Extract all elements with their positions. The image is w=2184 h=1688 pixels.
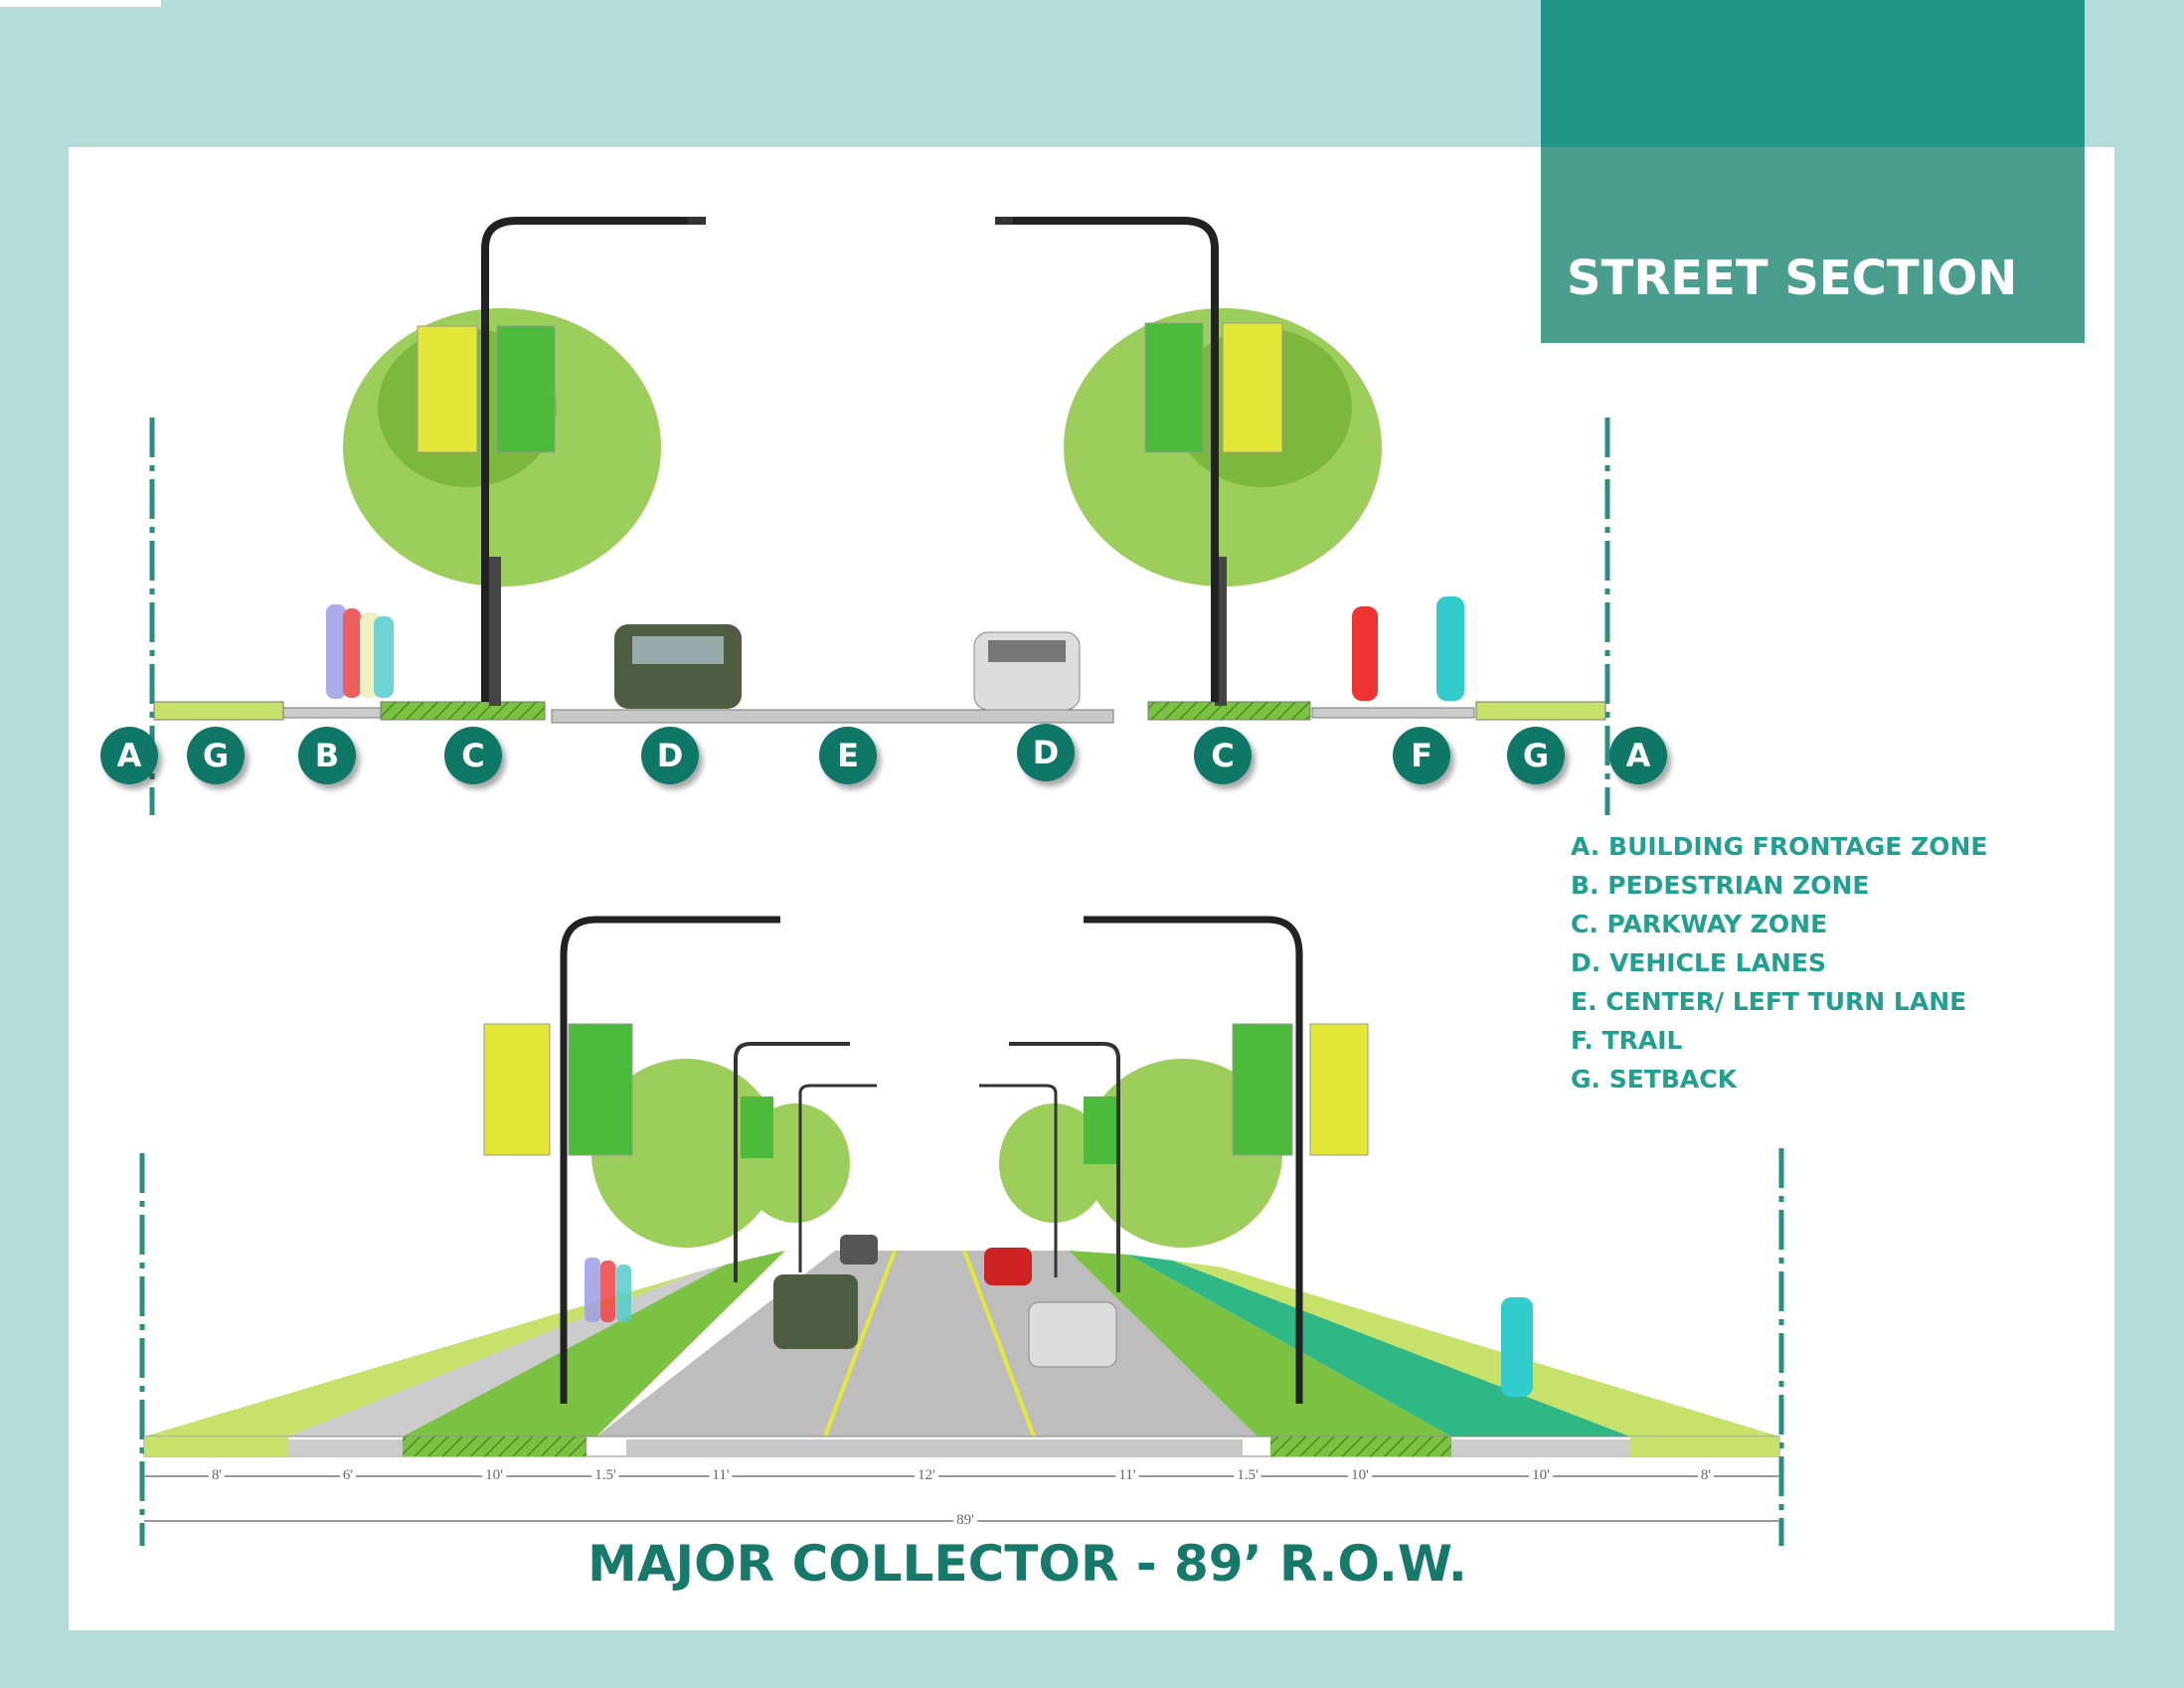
zone-legend: A. BUILDING FRONTAGE ZONE B. PEDESTRIAN … <box>1571 827 1987 1098</box>
streetlight-right <box>997 217 1219 702</box>
dimension-label: 11' <box>1115 1467 1139 1484</box>
top-section-elevation <box>149 217 1610 815</box>
zone-marker-a: A <box>1609 727 1667 784</box>
setback-right <box>1475 701 1606 721</box>
pedestrian-red <box>1352 606 1378 701</box>
dimension-label: 10' <box>1529 1467 1553 1484</box>
dimension-label: 1.5' <box>1234 1467 1261 1484</box>
dimension-label: 10' <box>482 1467 506 1484</box>
banner-yellow <box>1222 322 1283 453</box>
bottom-section-perspective <box>139 916 1784 1546</box>
header-band <box>1541 0 2085 147</box>
legend-item: G. SETBACK <box>1571 1065 1737 1094</box>
total-width-label: 89' <box>953 1512 977 1529</box>
zone-marker-c: C <box>444 727 502 784</box>
trees-bottom <box>591 1059 1282 1248</box>
streetlight-right <box>1084 916 1303 1404</box>
dimension-label: 6' <box>339 1467 357 1484</box>
zone-marker-e: E <box>819 727 877 784</box>
zone-marker-c: C <box>1194 727 1252 784</box>
parkway-right <box>1147 701 1311 721</box>
legend-item: F. TRAIL <box>1571 1026 1683 1055</box>
zone-marker-b: B <box>298 727 356 784</box>
dimension-label: 1.5' <box>591 1467 619 1484</box>
cyclist <box>1436 596 1464 701</box>
streetlight-left <box>481 217 704 702</box>
car-suv <box>614 624 742 709</box>
banner-green <box>496 325 556 453</box>
corner-label <box>0 0 161 7</box>
banner-yellow <box>417 325 478 453</box>
page-title: STREET SECTION <box>1567 251 2018 306</box>
banner-green <box>1144 322 1204 453</box>
cyclist <box>1501 1297 1533 1397</box>
car-suv <box>773 1274 858 1349</box>
zone-marker-g: G <box>187 727 245 784</box>
dimension-label: 12' <box>915 1467 938 1484</box>
zone-marker-g: G <box>1507 727 1565 784</box>
pedestrians <box>326 604 394 699</box>
parkway-left <box>380 701 546 721</box>
legend-item: A. BUILDING FRONTAGE ZONE <box>1571 832 1988 861</box>
header-box: STREET SECTION <box>1541 147 2085 343</box>
car-white <box>973 631 1081 711</box>
setback-left <box>153 701 284 721</box>
trail <box>1311 707 1475 719</box>
zone-marker-f: F <box>1393 727 1450 784</box>
dimension-label: 11' <box>709 1467 733 1484</box>
zone-marker-a: A <box>100 727 158 784</box>
zone-marker-d: D <box>1017 724 1075 781</box>
dimension-label: 8' <box>1697 1467 1715 1484</box>
section-caption: MAJOR COLLECTOR - 89’ R.O.W. <box>588 1535 1467 1593</box>
legend-item: D. VEHICLE LANES <box>1571 948 1826 977</box>
roadway <box>551 709 1114 724</box>
legend-item: B. PEDESTRIAN ZONE <box>1571 871 1870 900</box>
streetlight-left <box>560 916 780 1404</box>
car-white <box>1028 1301 1117 1368</box>
legend-item: E. CENTER/ LEFT TURN LANE <box>1571 987 1967 1016</box>
dimension-label: 10' <box>1348 1467 1372 1484</box>
zone-marker-d: D <box>641 727 699 784</box>
sidewalk-left <box>282 707 382 719</box>
dimension-label: 8' <box>208 1467 226 1484</box>
legend-item: C. PARKWAY ZONE <box>1571 910 1828 938</box>
